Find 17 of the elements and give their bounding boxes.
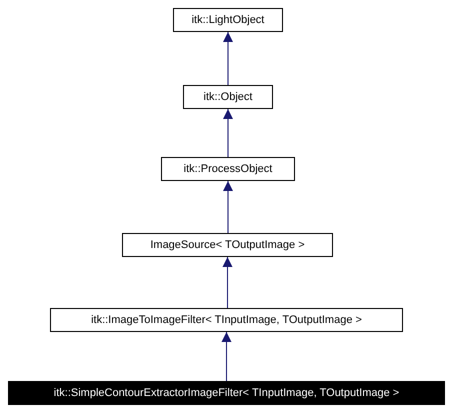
inheritance-arrow <box>222 256 232 308</box>
highlighted-class-box <box>8 381 445 405</box>
class-box <box>183 85 273 109</box>
class-name: itk::ImageToImageFilter< TInputImage, TOutputImage > <box>91 314 362 326</box>
class-box <box>122 233 333 257</box>
class-name: itk::LightObject <box>192 14 264 26</box>
class-name: ImageSource< TOutputImage > <box>150 239 305 251</box>
class-box <box>50 308 403 332</box>
inheritance-arrow <box>223 32 233 86</box>
class-name: itk::Object <box>204 91 252 103</box>
class-name: itk::ProcessObject <box>184 163 272 175</box>
class-box <box>161 157 295 181</box>
inheritance-arrow <box>223 108 233 158</box>
inheritance-arrow <box>223 180 233 234</box>
class-box <box>173 8 283 32</box>
inheritance-arrow <box>222 332 232 382</box>
class-name: itk::SimpleContourExtractorImageFilter< TInputImage, TOutputImage > <box>54 387 400 399</box>
